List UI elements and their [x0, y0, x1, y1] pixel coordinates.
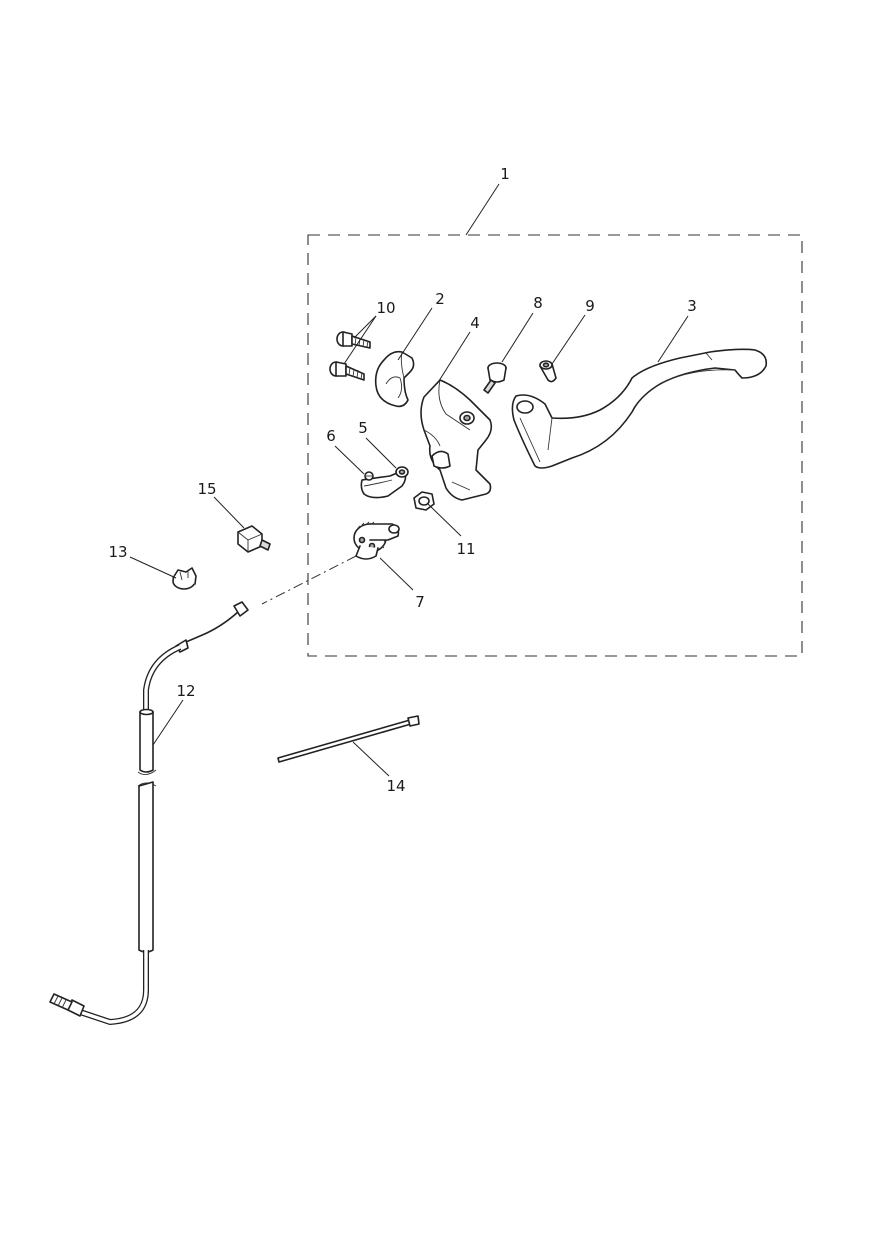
- callout-15: 15: [197, 480, 216, 498]
- callout-9: 9: [585, 297, 595, 315]
- callout-2: 2: [435, 290, 445, 308]
- callout-5: 5: [358, 419, 368, 437]
- small-screw-part: [364, 471, 374, 481]
- callout-11: 11: [456, 540, 475, 558]
- leader-lines: [129, 183, 689, 777]
- cable-part: [49, 601, 249, 1026]
- grommet-part: [172, 567, 197, 590]
- clamp-part: [374, 350, 415, 408]
- callout-1: 1: [500, 165, 510, 183]
- lever-part: [511, 348, 768, 469]
- callout-8: 8: [533, 294, 543, 312]
- bush-part: [539, 360, 557, 383]
- callout-14: 14: [386, 777, 405, 795]
- bolts-part: [329, 331, 371, 381]
- callout-10: 10: [376, 299, 395, 317]
- callout-4: 4: [470, 314, 480, 332]
- callout-12: 12: [176, 682, 195, 700]
- pivot-bolt-part: [483, 362, 507, 394]
- cable-tie-part: [277, 715, 420, 763]
- clip-part: [360, 466, 409, 499]
- centerline: [261, 555, 357, 605]
- callout-13: 13: [108, 543, 127, 561]
- assembly-boundary: [307, 234, 803, 657]
- callout-3: 3: [687, 297, 697, 315]
- callout-6: 6: [326, 427, 336, 445]
- adjuster-part: [353, 521, 400, 560]
- lever-bracket-part: [420, 379, 493, 501]
- switch-part: [237, 525, 271, 553]
- callout-7: 7: [415, 593, 425, 611]
